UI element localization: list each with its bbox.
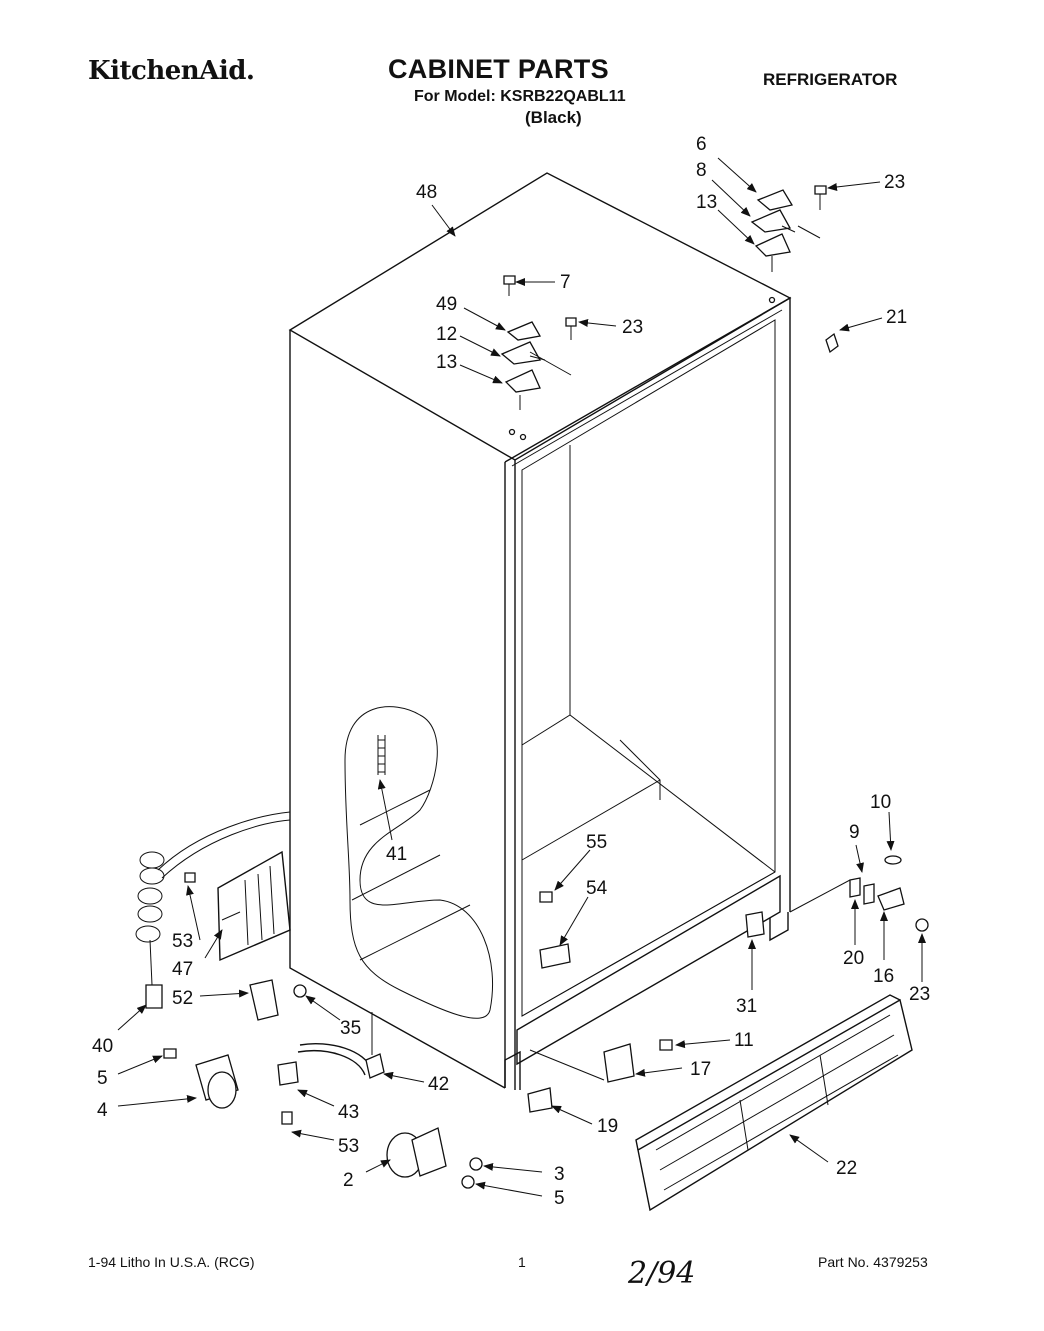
upper-hinge-right <box>750 185 827 304</box>
callout-20: 20 <box>843 948 864 969</box>
callout-49: 49 <box>436 294 457 315</box>
model-line: For Model: KSRB22QABL11 <box>414 88 626 105</box>
callout-53: 53 <box>338 1136 359 1157</box>
callout-11: 11 <box>734 1030 754 1051</box>
screw-53-upper <box>184 872 196 883</box>
callout-23: 23 <box>909 984 930 1005</box>
callout-12: 12 <box>436 324 457 345</box>
brand-logo: KitchenAid. <box>88 56 255 86</box>
callout-2: 2 <box>343 1170 354 1191</box>
callout-53: 53 <box>172 931 193 952</box>
lower-hinge-right <box>789 855 905 913</box>
part-19-clip <box>527 1087 553 1113</box>
part-22-base-grille <box>635 994 913 1212</box>
callout-47: 47 <box>172 959 193 980</box>
screw-55 <box>539 891 553 903</box>
callout-48: 48 <box>416 182 437 203</box>
callout-23: 23 <box>884 172 905 193</box>
callout-35: 35 <box>340 1018 361 1039</box>
callout-5: 5 <box>97 1068 108 1089</box>
part-54-bracket <box>539 943 571 969</box>
callout-leaders <box>117 157 926 1197</box>
page-number: 1 <box>518 1254 526 1270</box>
callout-42: 42 <box>428 1074 449 1095</box>
callout-labels: 48 6 8 13 23 7 49 23 12 13 21 10 9 41 55… <box>92 134 930 1209</box>
callout-55: 55 <box>586 832 607 853</box>
part-4-roller <box>195 1054 239 1109</box>
callout-41: 41 <box>386 844 407 865</box>
screw-35 <box>293 984 307 998</box>
callout-40: 40 <box>92 1036 113 1057</box>
screw-23-lower <box>915 918 929 932</box>
callout-54: 54 <box>586 878 608 899</box>
page-title: CABINET PARTS <box>388 54 609 84</box>
callout-7: 7 <box>560 272 571 293</box>
control-box <box>217 850 291 962</box>
callout-17: 17 <box>690 1059 711 1080</box>
part-21-plug <box>825 332 839 354</box>
part-43-clip <box>277 1061 299 1086</box>
part-2-roller-assembly <box>386 1127 447 1178</box>
callout-43: 43 <box>338 1102 359 1123</box>
part-31-clip <box>745 911 765 938</box>
callout-5: 5 <box>554 1188 565 1209</box>
callout-23: 23 <box>622 317 643 338</box>
screw-5-right <box>461 1175 475 1189</box>
upper-hinge-left <box>500 275 577 441</box>
screw-53-lower <box>281 1111 293 1125</box>
screw-5-left <box>163 1048 177 1059</box>
product-category: REFRIGERATOR <box>763 70 898 89</box>
callout-10: 10 <box>870 792 891 813</box>
handwritten-date: 2/94 <box>628 1256 696 1291</box>
part-52-bracket <box>249 979 279 1021</box>
callout-31: 31 <box>736 996 757 1017</box>
callout-8: 8 <box>696 160 707 181</box>
callout-9: 9 <box>849 822 860 843</box>
callout-22: 22 <box>836 1158 857 1179</box>
power-cord <box>135 811 291 1009</box>
screw-11 <box>659 1039 673 1051</box>
callout-4: 4 <box>97 1100 108 1121</box>
print-info: 1-94 Litho In U.S.A. (RCG) <box>88 1254 255 1270</box>
callout-6: 6 <box>696 134 707 155</box>
callout-13: 13 <box>436 352 457 373</box>
callout-13: 13 <box>696 192 717 213</box>
model-color: (Black) <box>525 108 582 127</box>
part-17-bracket <box>603 1043 635 1083</box>
callout-19: 19 <box>597 1116 618 1137</box>
callout-3: 3 <box>554 1164 565 1185</box>
callout-16: 16 <box>873 966 894 987</box>
part-number: Part No. 4379253 <box>818 1254 928 1270</box>
cabinet-shell <box>288 172 792 1090</box>
screw-3 <box>469 1157 483 1171</box>
callout-52: 52 <box>172 988 193 1009</box>
callout-21: 21 <box>886 307 907 328</box>
